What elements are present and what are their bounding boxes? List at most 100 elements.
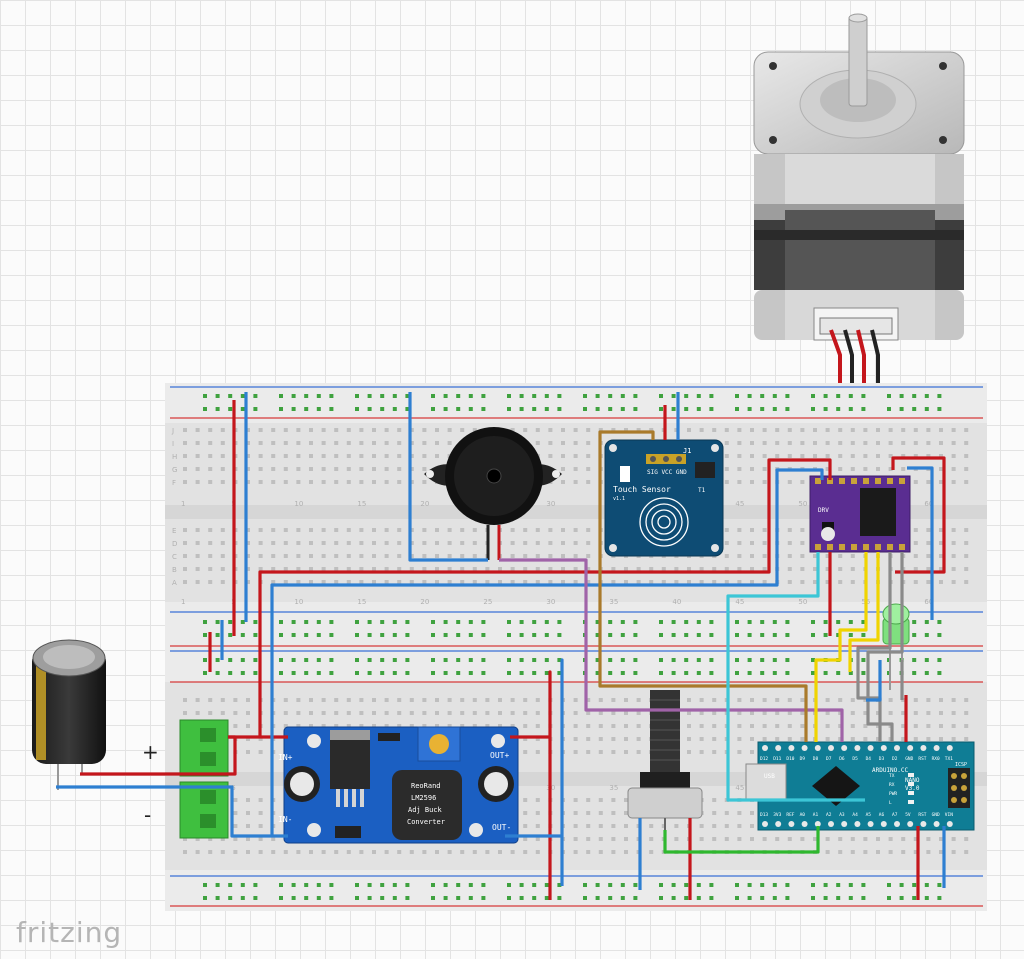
breadboard-hole [309,580,313,584]
rail-hole [785,896,790,900]
rail-hole [557,394,562,398]
driver-pin [875,478,881,484]
breadboard-hole [460,554,465,558]
rail-hole [431,896,435,900]
breadboard-hole [372,850,376,854]
breadboard-hole [246,824,250,828]
arduino-pin-label: A6 [879,812,885,818]
rail-hole [659,620,663,624]
breadboard-hole [384,711,389,715]
breadboard-hole [838,837,843,841]
rail-hole [848,671,853,675]
breadboard-hole [951,711,956,715]
breadboard-hole [246,811,250,815]
breadboard-hole [346,567,351,571]
rail-hole [405,394,410,398]
breadboard-hole [699,711,704,715]
breadboard-hole [825,454,830,458]
breadboard-hole [750,454,754,458]
breadboard-hole [233,698,238,702]
breadboard-hole [510,428,515,432]
breadboard-hole [687,711,691,715]
breadboard-hole [447,580,452,584]
breadboard-hole [359,541,364,545]
breadboard-hole [372,454,376,458]
breadboard-hole [926,441,931,445]
rail-hole [228,633,233,637]
breadboard-hole [913,554,918,558]
rail-hole [468,620,473,624]
breadboard-hole [309,480,313,484]
rail-hole [671,671,676,675]
breadboard-hole [321,567,326,571]
buck-out-plus: OUT+ [490,751,509,760]
breadboard-hole [699,750,704,754]
breadboard-hole [611,811,616,815]
plus-label: + [142,740,159,764]
breadboard-hole [573,811,578,815]
breadboard-hole [951,724,956,728]
breadboard-hole [762,428,767,432]
rail-hole [240,896,245,900]
breadboard-hole [926,428,931,432]
rail-hole [709,620,714,624]
breadboard-hole [397,528,402,532]
breadboard-hole [724,554,729,558]
breadboard-hole [586,480,591,484]
breadboard-hole [397,428,402,432]
breadboard-hole [384,567,389,571]
rail-hole [811,394,815,398]
breadboard-hole [624,737,628,741]
arduino-led [908,800,914,804]
breadboard-hole [246,428,250,432]
rail-hole [380,407,385,411]
breadboard-hole [258,441,263,445]
breadboard-hole [422,567,427,571]
breadboard-hole [787,580,792,584]
breadboard-hole [964,580,969,584]
breadboard-hole [724,567,729,571]
breadboard-hole [321,554,326,558]
breadboard-hole [397,850,402,854]
breadboard-hole [561,454,565,458]
breadboard-hole [964,541,969,545]
breadboard-hole [586,454,591,458]
rail-hole [507,883,511,887]
breadboard-hole [220,467,225,471]
rail-hole [608,620,613,624]
breadboard-hole [208,428,213,432]
breadboard-hole [888,837,893,841]
breadboard-hole [208,567,213,571]
breadboard-hole [246,737,250,741]
breadboard-hole [850,724,855,728]
breadboard-hole [724,428,729,432]
rail-hole [659,407,663,411]
breadboard-hole [271,454,276,458]
breadboard-hole [359,454,364,458]
rail-hole [811,620,815,624]
driver-pin [839,544,845,550]
breadboard-hole [271,850,276,854]
breadboard-hole [346,441,351,445]
breadboard-hole [800,837,805,841]
rail-hole [532,620,537,624]
breadboard-hole [220,567,225,571]
breadboard-hole [863,454,868,458]
breadboard-hole [951,428,956,432]
rail-hole [671,883,676,887]
rail-hole [456,394,461,398]
breadboard-hole [712,811,717,815]
rail-hole [481,620,486,624]
breadboard-hole [863,711,868,715]
breadboard-hole [283,480,288,484]
rail-hole [431,883,435,887]
breadboard-hole [271,541,276,545]
arduino-pin-label: D2 [892,756,898,762]
driver-pin [827,544,833,550]
breadboard-hole [586,798,591,802]
rail-hole [481,671,486,675]
breadboard-hole [346,467,351,471]
breadboard-hole [472,724,477,728]
breadboard-hole [825,567,830,571]
breadboard-hole [535,737,540,741]
